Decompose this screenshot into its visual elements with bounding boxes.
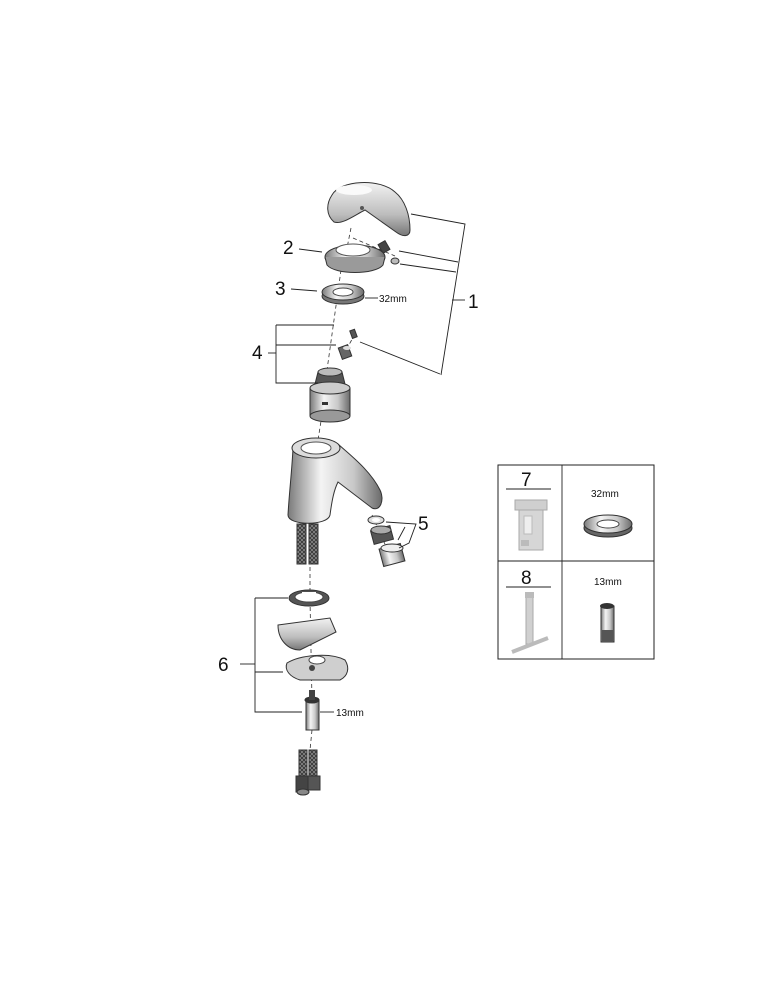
tools-table: 7 32mm 8 13mm [497,464,655,660]
tool-number-8: 8 [521,568,532,589]
faucet-body [287,437,383,524]
tool-dimension-7: 32mm [591,489,619,500]
callout-6: 6 [218,655,229,676]
aerator [367,515,406,568]
callout-3: 3 [275,279,286,300]
callout-4: 4 [252,343,263,364]
cartridge [309,367,351,423]
hex-stud-tool-icon [600,603,615,643]
grub-screw [377,239,400,265]
callout-1: 1 [468,292,479,313]
dimension-stud: 13mm [336,708,364,719]
tool-dimension-8: 13mm [594,577,622,588]
key-tool-icon [511,592,549,654]
cartridge-screw [337,328,358,360]
leader-lines [240,213,466,713]
callout-2: 2 [283,238,294,259]
cartridge-tool-icon [514,499,548,551]
callout-5: 5 [418,514,429,535]
flexible-hoses [296,523,319,565]
nut-32mm [321,283,365,305]
mounting-set [277,589,349,731]
tool-number-7: 7 [521,470,532,491]
dimension-nut: 32mm [379,294,407,305]
lever-handle [327,182,411,237]
nut-tool-icon [583,514,633,538]
hose-ends [295,749,321,796]
cover-ring [324,243,386,273]
